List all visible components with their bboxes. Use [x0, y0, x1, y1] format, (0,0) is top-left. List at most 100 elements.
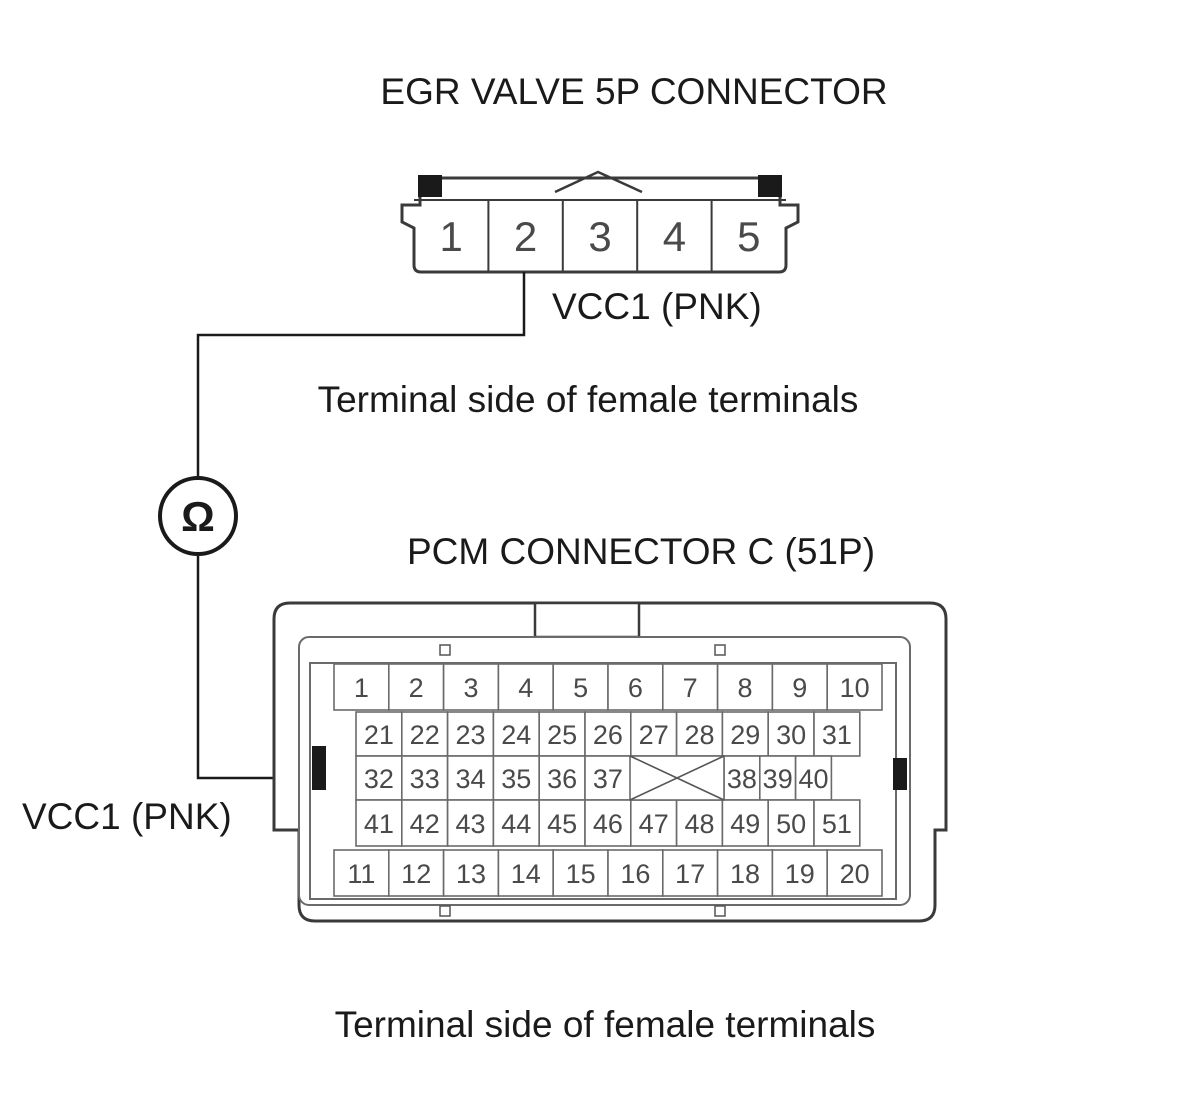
pcm-pin-48: 48 — [684, 809, 714, 839]
pcm-pin-4: 4 — [518, 673, 533, 703]
pcm-pin-15: 15 — [566, 859, 596, 889]
pcm-connector-title: PCM CONNECTOR C (51P) — [407, 531, 875, 572]
pcm-pin-43: 43 — [455, 809, 485, 839]
pcm-pin-47: 47 — [639, 809, 669, 839]
pcm-pin-12: 12 — [401, 859, 431, 889]
pcm-cavity-48 — [675, 799, 724, 847]
pcm-cavity-44 — [492, 799, 540, 847]
pcm-pin-50: 50 — [776, 809, 806, 839]
pcm-pin-23: 23 — [455, 720, 485, 750]
pcm-cavity-16 — [607, 849, 664, 897]
pcm-pin-16: 16 — [620, 859, 650, 889]
pcm-pin-38: 38 — [727, 764, 757, 794]
pcm-pin-31: 31 — [822, 720, 852, 750]
pcm-pin-11: 11 — [347, 859, 375, 889]
pcm-pin-2: 2 — [409, 673, 424, 703]
pcm-cavity-35 — [492, 755, 540, 801]
pcm-side-note: Terminal side of female terminals — [335, 1004, 876, 1045]
pcm-pin-3: 3 — [463, 673, 478, 703]
pcm-pin-42: 42 — [410, 809, 440, 839]
pcm-pin-49: 49 — [730, 809, 760, 839]
pcm-cavity-28 — [675, 711, 724, 757]
pcm-cavity-5 — [552, 663, 609, 711]
pcm-cavity-19 — [771, 849, 829, 897]
pcm-pin-10: 10 — [840, 673, 870, 703]
pcm-cavity-46 — [584, 799, 632, 847]
probe-wire-top — [196, 272, 526, 477]
pcm-cavity-26 — [584, 711, 632, 757]
egr-connector-title: EGR VALVE 5P CONNECTOR — [380, 71, 887, 112]
egr-pin-3: 3 — [588, 213, 611, 260]
egr-pin-1: 1 — [440, 213, 463, 260]
pcm-pin-40: 40 — [798, 764, 828, 794]
pcm-cavity-37 — [584, 755, 632, 801]
pcm-lock-right — [893, 758, 907, 790]
egr-pin-2: 2 — [514, 213, 537, 260]
pcm-cavity-8 — [716, 663, 774, 711]
pcm-cavity-11 — [333, 849, 390, 897]
pcm-pin-41: 41 — [364, 809, 394, 839]
pcm-cavity-51 — [813, 799, 861, 847]
egr-pin-5: 5 — [737, 213, 760, 260]
pcm-pin-51: 51 — [822, 809, 852, 839]
pcm-cavity-27 — [629, 711, 678, 757]
pcm-cavity-31 — [813, 711, 861, 757]
pcm-cavity-1 — [333, 663, 390, 711]
egr-lock-right — [758, 175, 782, 197]
pcm-cavity-25 — [538, 711, 586, 757]
pcm-pin-30: 30 — [776, 720, 806, 750]
pcm-pin-13: 13 — [456, 859, 486, 889]
pcm-cavity-18 — [716, 849, 774, 897]
pcm-pin-28: 28 — [684, 720, 714, 750]
pcm-pin-21: 21 — [364, 720, 394, 750]
svg-text:Ω: Ω — [181, 493, 215, 540]
pcm-cavity-14 — [497, 849, 554, 897]
pcm-cavity-23 — [446, 711, 495, 757]
pcm-cavity-9 — [771, 663, 829, 711]
pcm-pin-17: 17 — [675, 859, 705, 889]
egr-side-note: Terminal side of female terminals — [318, 379, 859, 420]
pcm-cavity-3 — [442, 663, 500, 711]
pcm-pin-34: 34 — [455, 764, 485, 794]
pcm-empty-cavity — [629, 755, 725, 801]
pcm-pin-20: 20 — [840, 859, 870, 889]
pcm-cavity-6 — [607, 663, 664, 711]
pcm-pin-35: 35 — [501, 764, 531, 794]
pcm-pin-8: 8 — [737, 673, 752, 703]
pcm-cavity-47 — [629, 799, 678, 847]
pcm-cavity-43 — [446, 799, 495, 847]
pcm-cavity-15 — [552, 849, 609, 897]
pcm-pin-29: 29 — [730, 720, 760, 750]
pcm-pin-19: 19 — [785, 859, 815, 889]
pcm-pin-45: 45 — [547, 809, 577, 839]
pcm-cavity-20 — [826, 849, 883, 897]
ohmmeter-icon: Ω — [158, 476, 238, 556]
pcm-cavity-13 — [442, 849, 500, 897]
pcm-cavity-4 — [497, 663, 554, 711]
pcm-cavity-2 — [387, 663, 445, 711]
latch-ridge — [554, 170, 643, 194]
pcm-pin-32: 32 — [364, 764, 394, 794]
pcm-lock-left — [312, 746, 326, 790]
pcm-pin-39: 39 — [763, 764, 793, 794]
pcm-cavity-41 — [355, 799, 403, 847]
pcm-pin-36: 36 — [547, 764, 577, 794]
pcm-pin-46: 46 — [593, 809, 623, 839]
pcm-pin-44: 44 — [501, 809, 531, 839]
pcm-pin-6: 6 — [628, 673, 643, 703]
egr-lock-left — [418, 175, 442, 197]
pcm-pin-33: 33 — [410, 764, 440, 794]
pcm-pin-1: 1 — [354, 673, 369, 703]
pcm-pin-26: 26 — [593, 720, 623, 750]
pcm-latch — [533, 601, 641, 639]
pcm-pin-9: 9 — [792, 673, 807, 703]
pcm-cavity-10 — [826, 663, 883, 711]
pcm-cavity-22 — [400, 711, 449, 757]
egr-wire-label: VCC1 (PNK) — [552, 286, 762, 327]
pcm-pin-14: 14 — [511, 859, 541, 889]
pcm-cavity-33 — [400, 755, 449, 801]
pcm-pin-24: 24 — [501, 720, 531, 750]
